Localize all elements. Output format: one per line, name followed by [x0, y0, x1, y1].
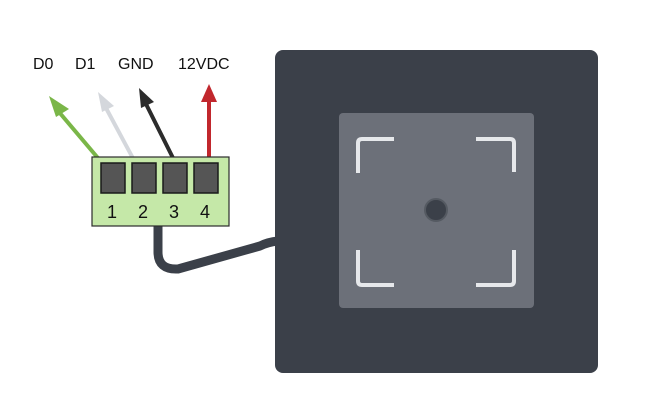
scan-frame-icon	[356, 137, 516, 287]
wire-d1	[98, 92, 138, 165]
wire-12vdc	[201, 84, 217, 164]
wire-label-gnd: GND	[118, 56, 154, 73]
wire-label-12vdc: 12VDC	[178, 56, 230, 73]
reader-cable	[153, 221, 283, 274]
pin-number-4: 4	[199, 202, 210, 222]
scan-frame-corner-top-right	[476, 137, 516, 172]
wire-gnd	[139, 88, 178, 165]
terminal-screw-4	[193, 162, 219, 194]
terminal-screw-3	[162, 162, 188, 194]
terminal-screw-2	[131, 162, 157, 194]
pin-number-3: 3	[168, 202, 179, 222]
scan-frame-corner-bottom-right	[476, 250, 516, 287]
terminal-screw-1	[100, 162, 126, 194]
scan-frame-corner-top-left	[356, 137, 394, 173]
center-dot-icon	[424, 198, 448, 222]
wire-label-d1: D1	[75, 56, 96, 73]
pin-number-1: 1	[106, 202, 117, 222]
wire-d0	[49, 96, 105, 166]
scan-frame-corner-bottom-left	[356, 250, 394, 287]
pin-number-2: 2	[137, 202, 148, 222]
wire-label-d0: D0	[33, 56, 54, 73]
